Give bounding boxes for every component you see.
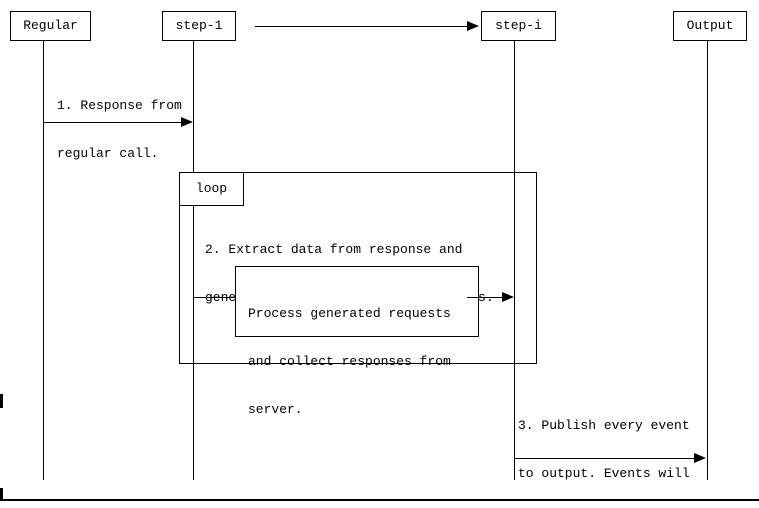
lifeline-step-i (514, 41, 515, 480)
message-2-line: 2. Extract data from response and (205, 242, 463, 257)
process-box-line: Process generated requests (248, 306, 451, 321)
bottom-border-line (0, 499, 759, 501)
loop-label: loop (179, 172, 244, 206)
actor-box-regular: Regular (10, 11, 91, 41)
actor-label-output: Output (686, 18, 734, 33)
arrowhead-icon (467, 21, 479, 31)
lifeline-step-1 (193, 41, 194, 480)
message-1-line: regular call. (57, 146, 159, 161)
process-box: Process generated requests and collect r… (235, 266, 479, 417)
message-3-arrow-shaft (514, 458, 695, 459)
arrowhead-icon (502, 292, 514, 302)
actor-label-regular: Regular (23, 18, 78, 33)
actor-box-output: Output (673, 11, 747, 41)
arrowhead-icon (181, 117, 193, 127)
actor-label-step-i: step-i (495, 18, 542, 33)
arrowhead-icon (694, 453, 706, 463)
message-1-arrow-shaft (43, 122, 182, 123)
message-3-line: to output. Events will (518, 466, 690, 481)
message-3-text: 3. Publish every event to output. Events… (518, 386, 697, 508)
message-1-line: 1. Response from (57, 98, 182, 113)
message-3-line: 3. Publish every event (518, 418, 690, 433)
process-connector-line (193, 297, 235, 298)
process-box-line: server. (248, 402, 303, 417)
left-edge-mark (0, 394, 3, 408)
left-edge-mark (0, 488, 3, 501)
process-arrow-shaft (467, 297, 503, 298)
actor-box-step-i: step-i (481, 11, 556, 41)
process-box-line: and collect responses from (248, 354, 451, 369)
chain-arrow-shaft (255, 26, 468, 27)
message-1-text: 1. Response from regular call. (57, 66, 182, 194)
actor-label-step-1: step-1 (175, 18, 223, 33)
lifeline-regular (43, 41, 44, 480)
lifeline-output (707, 41, 708, 480)
loop-fragment (179, 172, 537, 364)
loop-label-text: loop (195, 181, 228, 196)
actor-box-step-1: step-1 (162, 11, 236, 41)
